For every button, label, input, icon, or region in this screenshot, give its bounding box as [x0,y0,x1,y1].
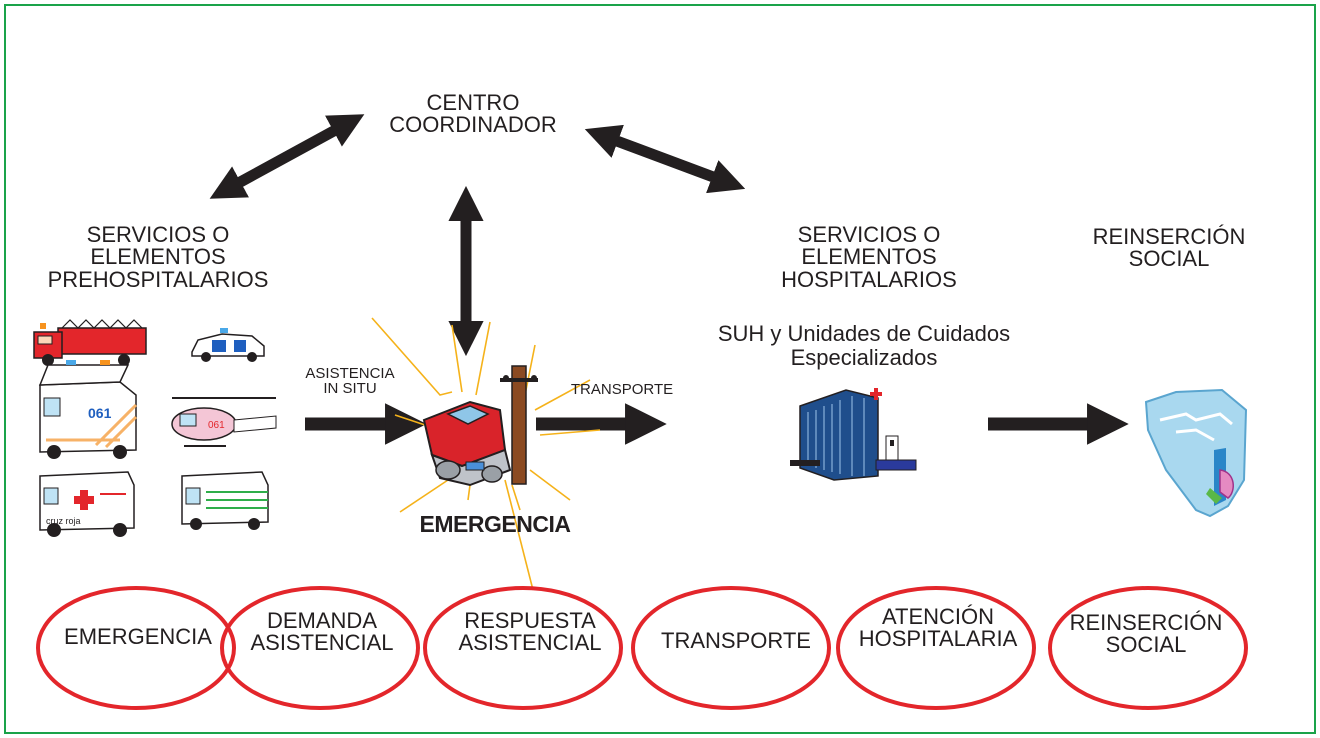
police-car-icon [191,328,265,362]
cruz-roja-label: cruz roja [46,516,81,526]
helicopter-code-label: 061 [208,420,225,431]
fire-truck-icon [33,319,147,366]
hospital-label: SERVICIOS O ELEMENTOS HOSPITALARIOS [766,222,972,292]
prehospital-line-1: SERVICIOS O [86,222,230,247]
ring-label-demanda: DEMANDA ASISTENCIAL [232,610,412,654]
centro-coordinador-label: CENTRO COORDINADOR [380,90,566,138]
asistencia-label: ASISTENCIA IN SITU [288,366,412,397]
ring-label-respuesta: RESPUESTA ASISTENCIAL [440,610,620,654]
suh-line-2: Especializados [790,345,938,371]
helicopter-icon: 061 [171,397,277,447]
ring-atencion [836,586,1036,710]
prehospital-line-2: ELEMENTOS [90,244,226,270]
suh-label: SUH y Unidades de Cuidados Especializado… [682,321,1046,371]
centro-line-2: COORDINADOR [389,112,557,138]
asistencia-line-2: IN SITU [323,380,377,398]
ring-label-demanda-line-1: DEMANDA [266,608,377,633]
green-ambulance-icon [181,471,269,530]
ring-reinsercion [1048,586,1248,710]
centro-line-1: CENTRO [426,90,520,115]
vehicle-code-label: 061 [88,405,112,421]
ring-label-emergencia: EMERGENCIA [38,626,238,648]
reinsertion-shape-icon [1144,388,1248,518]
ring-label-respuesta-line-1: RESPUESTA [464,608,596,633]
asistencia-line-1: ASISTENCIA [305,365,395,382]
prehospital-line-3: PREHOSPITALARIOS [47,266,269,292]
ring-label-reinsercion-line-1: REINSERCIÓN [1069,610,1223,635]
ring-label-transporte: TRANSPORTE [636,630,836,652]
prehospital-label: SERVICIOS O ELEMENTOS PREHOSPITALARIOS [40,222,276,292]
ring-respuesta [423,586,623,710]
ring-label-reinsercion-line-2: SOCIAL [1105,632,1187,657]
ring-label-transporte-line-1: TRANSPORTE [661,628,811,653]
ring-label-atencion-line-1: ATENCIÓN [881,604,995,629]
ring-demanda [220,586,420,710]
ring-label-reinsercion: REINSERCIÓN SOCIAL [1046,612,1246,656]
ring-label-respuesta-line-2: ASISTENCIAL [458,630,602,655]
diagram-frame [4,4,1316,734]
ring-label-emergencia-line-1: EMERGENCIA [64,624,212,649]
crashed-car-icon [422,365,538,487]
reinsercion-line-2: SOCIAL [1128,246,1210,272]
ring-emergencia [36,586,236,710]
red-cross-ambulance-icon: cruz roja [39,471,135,537]
transporte-arrow-label: TRANSPORTE [570,381,674,398]
suh-line-1: SUH y Unidades de Cuidados [717,321,1011,346]
arrow-centro-hospital [584,124,746,194]
hospital-line-2: ELEMENTOS [801,244,937,270]
ambulance-061-icon: 061 [38,360,138,459]
ring-transporte [631,586,831,710]
hospital-building-icon [790,388,917,481]
hospital-line-3: HOSPITALARIOS [781,266,957,292]
arrow-centro-prehospital [209,114,365,199]
reinsercion-line-1: REINSERCIÓN [1092,224,1246,249]
ring-label-atencion: ATENCIÓN HOSPITALARIA [838,606,1038,650]
emergencia-title: EMERGENCIA [419,511,571,537]
hospital-line-1: SERVICIOS O [797,222,941,247]
ring-label-atencion-line-2: HOSPITALARIA [858,626,1018,651]
reinsercion-label: REINSERCIÓN SOCIAL [1084,224,1254,272]
ring-label-demanda-line-2: ASISTENCIAL [250,630,394,655]
